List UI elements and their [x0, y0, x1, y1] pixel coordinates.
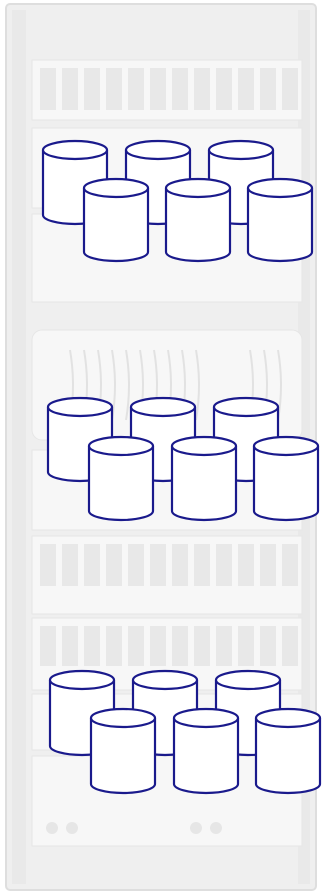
disk-cylinder-icon [254, 437, 318, 520]
disk-cylinder-icon [256, 709, 320, 793]
disk-cylinder-icon [172, 437, 236, 520]
disk-cylinder-icon [248, 179, 312, 261]
disk-group-middle [48, 398, 318, 520]
rack-left-rail [12, 10, 26, 884]
disk-group-top [43, 141, 312, 261]
disk-cylinder-icon [89, 437, 153, 520]
disk-cylinder-icon [174, 709, 238, 793]
disk-group-bottom [50, 671, 320, 793]
disk-cylinder-icon [84, 179, 148, 261]
disk-cylinder-icon [166, 179, 230, 261]
disk-cylinder-icon [91, 709, 155, 793]
